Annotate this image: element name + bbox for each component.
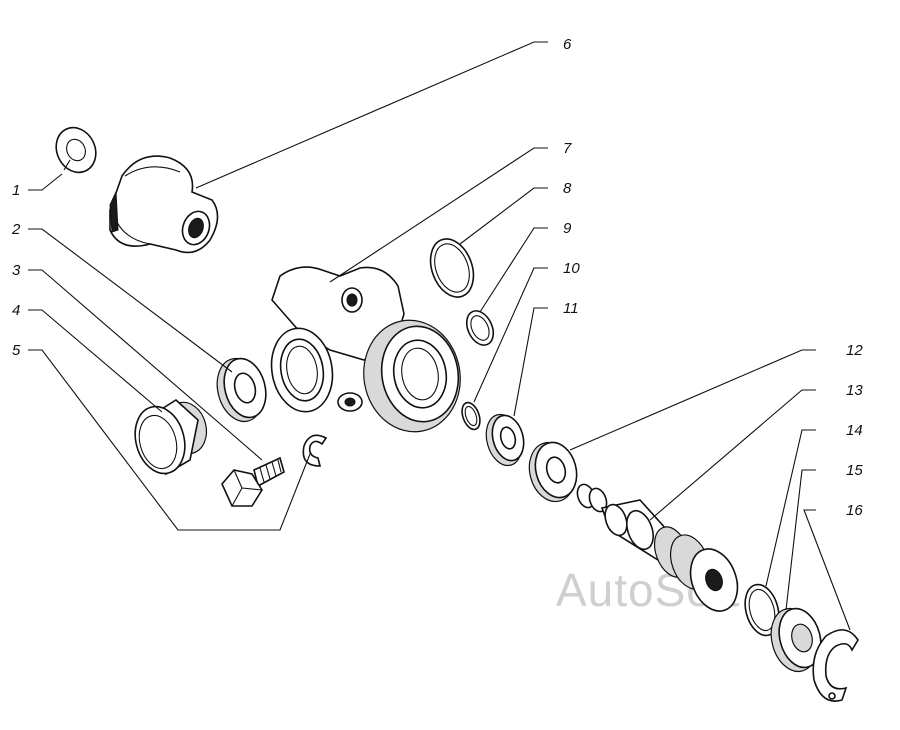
part-14-gasket-ring	[744, 583, 780, 637]
callout-5: 5	[12, 342, 21, 359]
part-9-gasket-ring	[465, 310, 495, 346]
part-8-gasket-ring	[429, 238, 475, 298]
callout-14: 14	[846, 422, 863, 439]
callout-15: 15	[846, 462, 863, 479]
callout-10: 10	[563, 260, 580, 277]
part-15-washer	[770, 607, 822, 673]
callout-1: 1	[12, 182, 20, 199]
callout-7: 7	[563, 140, 572, 157]
part-16-circlip	[812, 629, 859, 702]
callout-9: 9	[563, 220, 572, 237]
part-3-snap-ring	[302, 434, 328, 467]
callout-6: 6	[563, 36, 572, 53]
part-1-split-washer	[55, 126, 97, 174]
part-4-hex-bolt	[221, 456, 285, 507]
callout-13: 13	[846, 382, 863, 399]
part-13-valve-stem	[576, 483, 739, 612]
leader-lines	[28, 41, 851, 631]
callout-16: 16	[846, 502, 863, 519]
callout-11: 11	[563, 300, 579, 317]
callout-2: 2	[11, 221, 21, 238]
part-12-bushing	[528, 441, 578, 503]
callout-labels: 1 2 3 4 5 6 7 8 9 10 11 12 13 14 15 16	[11, 36, 863, 519]
callout-3: 3	[12, 262, 21, 279]
part-6-knurled-knob	[109, 155, 219, 254]
part-2-washer	[216, 357, 267, 423]
callout-4: 4	[12, 302, 20, 319]
part-5-plug	[134, 399, 208, 476]
part-7-valve-body	[270, 266, 461, 433]
part-11-washer	[485, 413, 525, 467]
callout-8: 8	[563, 180, 572, 197]
callout-12: 12	[846, 342, 863, 359]
part-10-o-ring	[461, 401, 481, 431]
